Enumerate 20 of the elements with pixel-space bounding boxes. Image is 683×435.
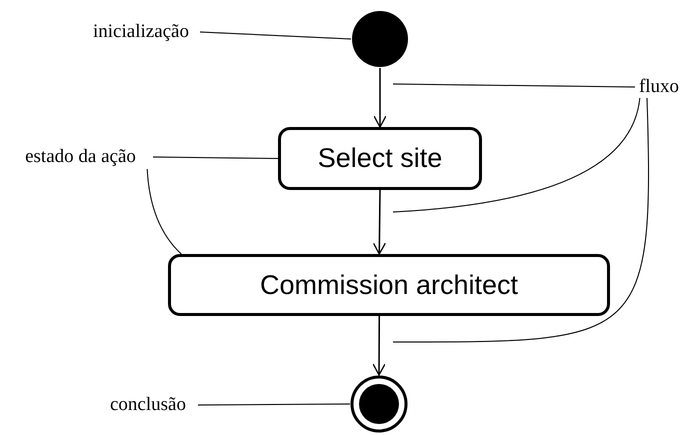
flow-arrow <box>373 68 387 128</box>
callout-text: estado da ação <box>25 144 136 169</box>
leader-line <box>392 84 636 88</box>
leader-line <box>152 156 278 159</box>
final-node <box>350 375 408 433</box>
flow-arrow <box>372 190 386 255</box>
callout-text: inicialização <box>93 20 189 44</box>
initial-node <box>351 10 409 68</box>
leader-line <box>392 98 640 212</box>
callout-text: fluxo <box>638 74 680 99</box>
flow-arrow <box>372 316 386 376</box>
callout-text: conclusão <box>110 392 186 417</box>
leader-line <box>392 98 649 342</box>
action-box <box>278 127 482 190</box>
leader-line <box>198 404 350 406</box>
action-box <box>168 254 610 316</box>
leader-line <box>146 168 182 254</box>
action-label: Commission architect <box>260 272 518 298</box>
action-label: Select site <box>318 145 442 172</box>
leader-line <box>200 32 352 40</box>
